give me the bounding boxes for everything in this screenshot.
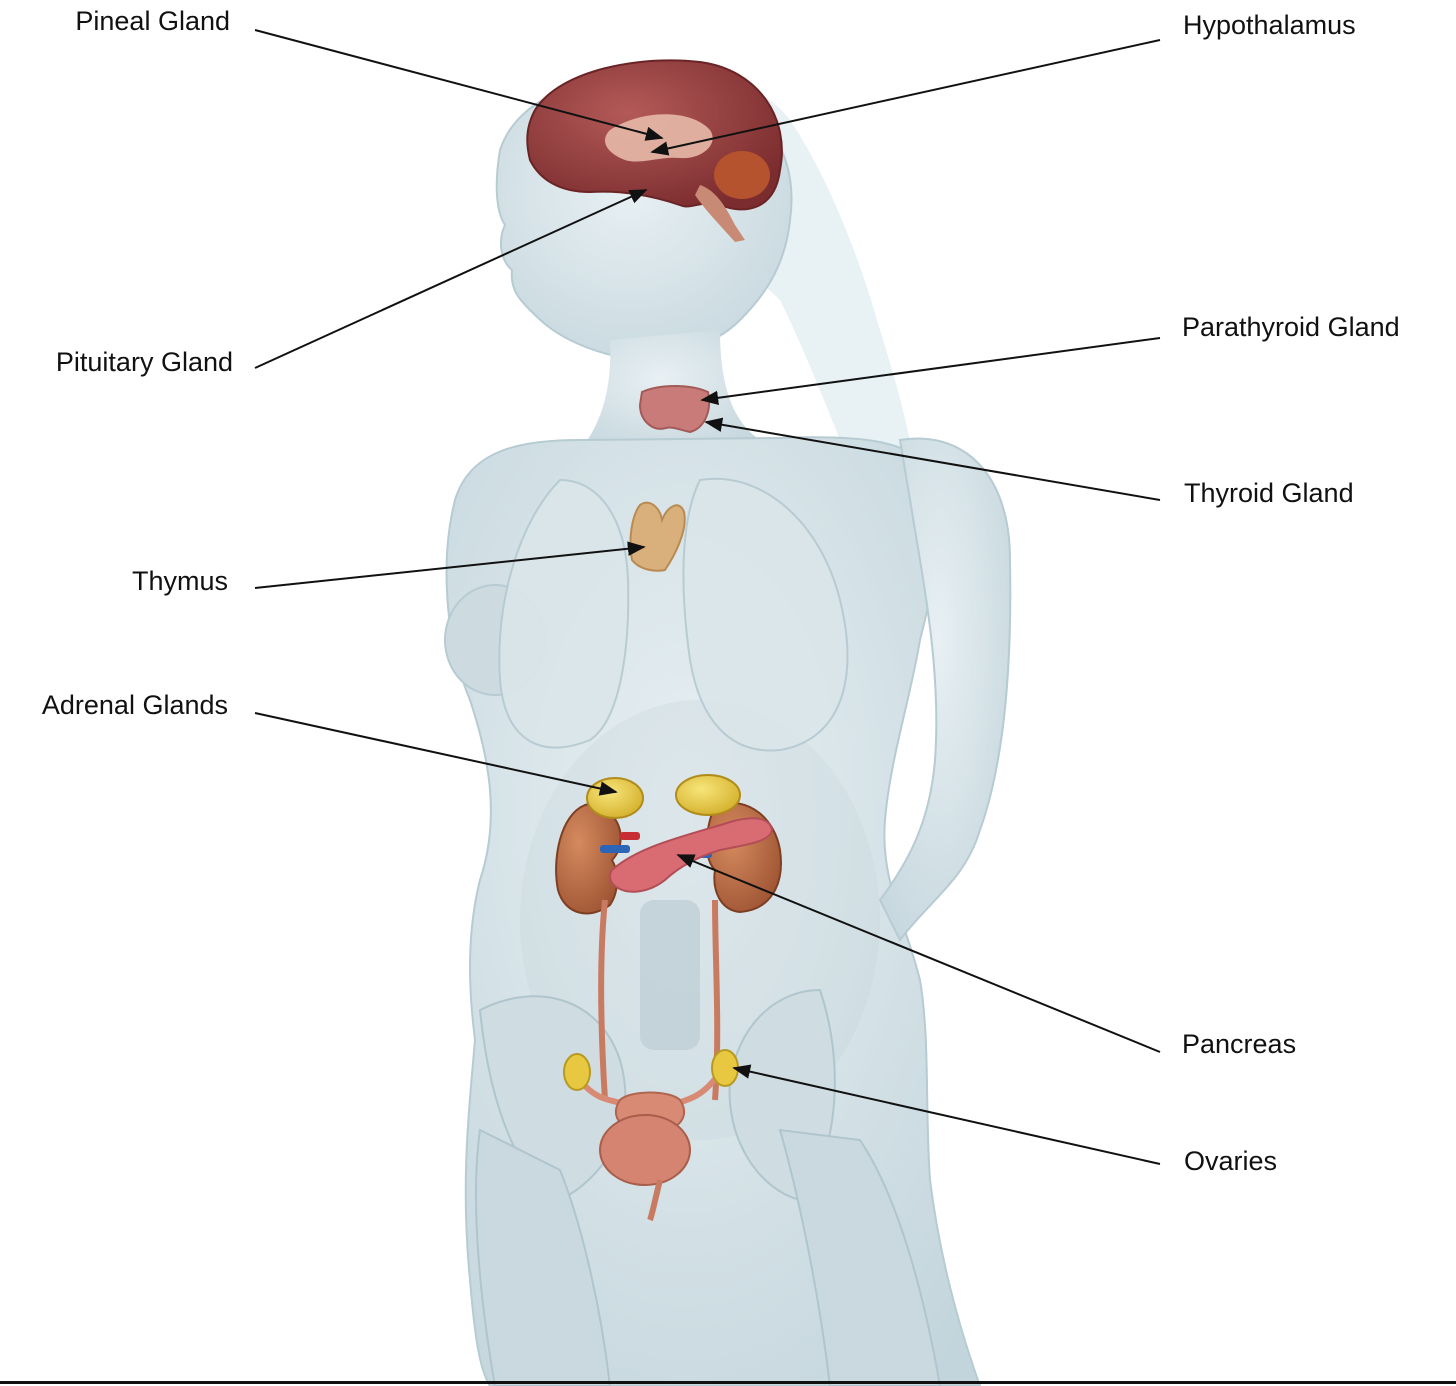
thyroid [640,386,709,432]
bladder [600,1115,690,1185]
body-silhouette [445,70,1010,1386]
bottom-border [0,1381,1456,1384]
label-pituitary-gland: Pituitary Gland [20,349,233,376]
label-ovaries: Ovaries [1184,1148,1277,1175]
ovary-left [564,1054,590,1090]
label-pineal-gland: Pineal Gland [20,8,230,35]
label-adrenal-glands: Adrenal Glands [10,692,228,719]
label-hypothalamus: Hypothalamus [1183,12,1356,39]
cerebellum [714,151,770,199]
spine [640,900,700,1050]
adrenal-right [676,775,740,815]
leader-parathyroid [702,338,1160,400]
label-thyroid-gland: Thyroid Gland [1184,480,1354,507]
label-pancreas: Pancreas [1182,1031,1296,1058]
adrenal-left [587,778,643,818]
label-parathyroid-gland: Parathyroid Gland [1182,314,1400,341]
label-thymus: Thymus [20,568,228,595]
